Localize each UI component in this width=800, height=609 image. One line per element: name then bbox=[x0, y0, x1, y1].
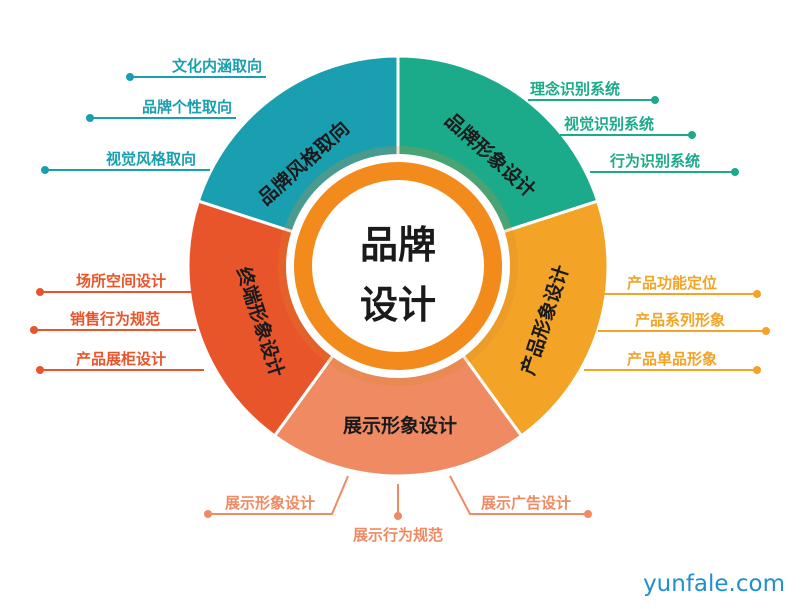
branch-dots-top-left bbox=[41, 73, 134, 174]
branch-dots-left bbox=[30, 288, 44, 374]
branch-dots-bottom bbox=[204, 510, 592, 520]
branch-lines-top-left bbox=[45, 76, 266, 171]
branch-bottom-1: 展示形象设计 bbox=[225, 494, 315, 512]
branch-top-left-2: 品牌个性取向 bbox=[142, 98, 232, 116]
watermark: yunfale.com bbox=[643, 571, 785, 597]
branch-lines-right bbox=[584, 293, 766, 371]
branch-top-left-1: 文化内涵取向 bbox=[172, 57, 262, 75]
branch-right-2: 产品系列形象 bbox=[635, 311, 725, 329]
branch-left-1: 场所空间设计 bbox=[76, 272, 166, 290]
branch-lines-left bbox=[34, 291, 204, 371]
branch-right-1: 产品功能定位 bbox=[627, 274, 717, 292]
center-title-line2: 设计 bbox=[360, 283, 436, 327]
branch-bottom-3: 展示广告设计 bbox=[481, 494, 571, 512]
branch-left-3: 产品展柜设计 bbox=[76, 350, 166, 368]
branch-lines-bottom bbox=[208, 475, 588, 516]
branch-dots-top-right bbox=[651, 96, 739, 176]
center-title-line1: 品牌 bbox=[360, 223, 436, 267]
branch-lines-top-right bbox=[528, 99, 735, 173]
branch-bottom-2: 展示行为规范 bbox=[353, 526, 443, 544]
branch-top-right-3: 行为识别系统 bbox=[609, 152, 700, 170]
center-disc bbox=[312, 180, 484, 352]
branch-dots-right bbox=[753, 290, 770, 374]
segment-label-display-image: 展示形象设计 bbox=[343, 414, 457, 437]
branch-left-2: 销售行为规范 bbox=[70, 310, 160, 328]
branch-top-left-3: 视觉风格取向 bbox=[106, 150, 196, 168]
branch-top-right-1: 理念识别系统 bbox=[530, 80, 620, 98]
branch-right-3: 产品单品形象 bbox=[627, 350, 717, 368]
branch-top-right-2: 视觉识别系统 bbox=[564, 115, 654, 133]
